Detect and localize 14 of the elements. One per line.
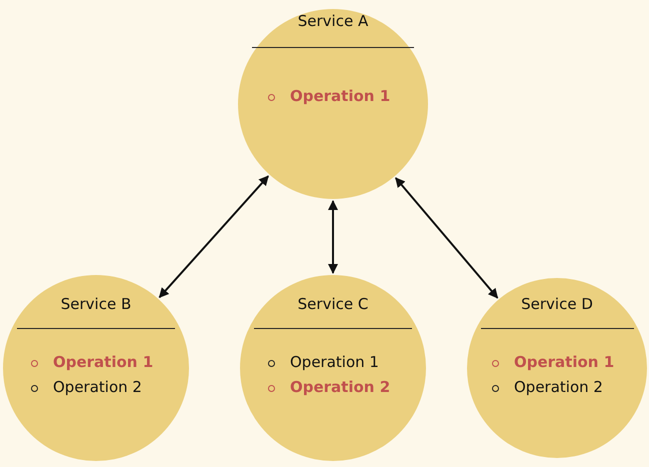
service-title: Service A	[298, 12, 368, 30]
double-arrow	[395, 177, 498, 299]
operation-text: Operation 1	[514, 353, 614, 371]
double-arrow	[328, 200, 338, 274]
operation-text: Operation 1	[290, 87, 390, 105]
operation-text: Operation 1	[290, 353, 379, 371]
service-title: Service C	[298, 295, 368, 313]
operation-text: Operation 2	[290, 378, 390, 396]
operation-text: Operation 2	[514, 378, 603, 396]
operation-text: Operation 1	[53, 353, 154, 371]
double-arrow	[158, 175, 269, 298]
operation-text: Operation 2	[53, 378, 142, 396]
service-title: Service D	[521, 295, 593, 313]
service-title: Service B	[60, 295, 132, 313]
